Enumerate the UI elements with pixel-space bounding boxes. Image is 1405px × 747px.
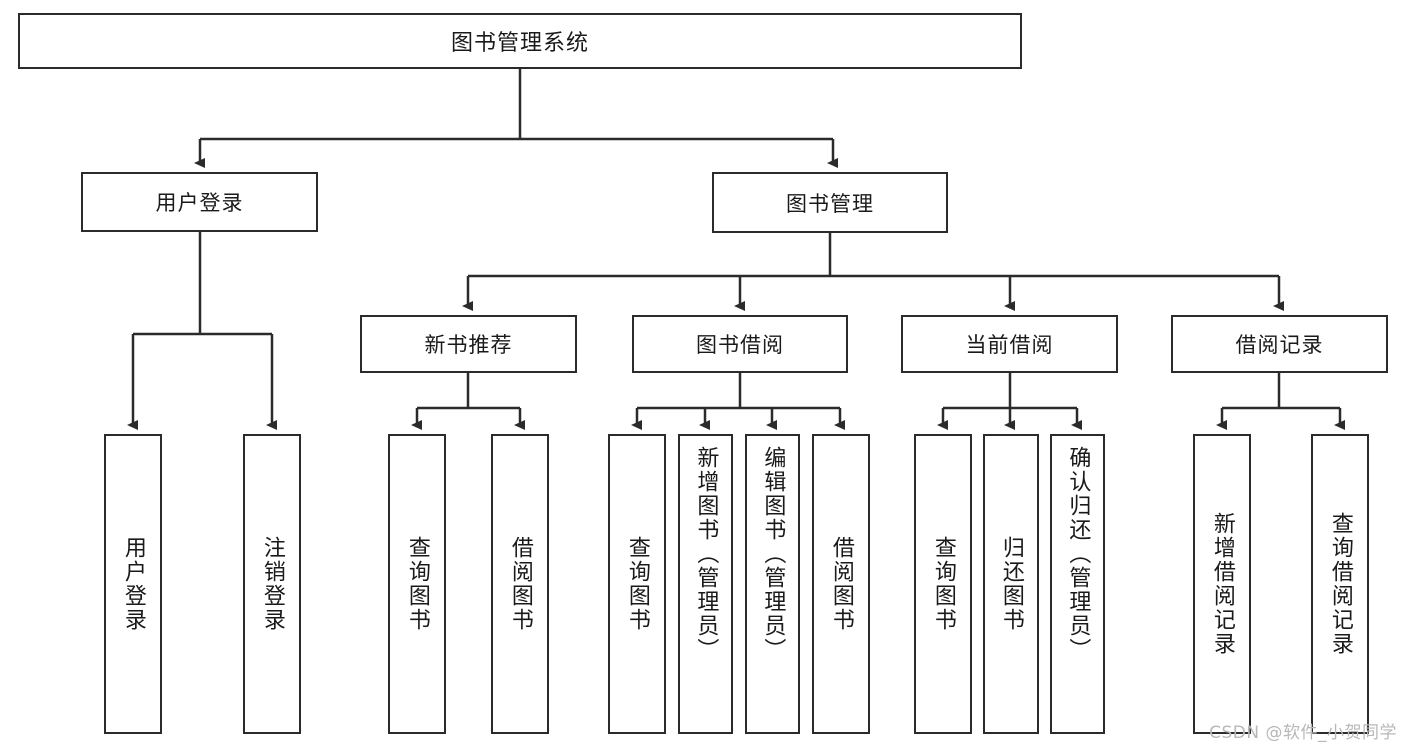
leaf-borrow-record-query-record[interactable]: 查询借阅记录 xyxy=(1311,434,1369,734)
node-book-management[interactable]: 图书管理 xyxy=(712,172,948,233)
node-label: 确认归还（管理员） xyxy=(1065,446,1091,662)
leaf-book-borrow-add-book[interactable]: 新增图书（管理员） xyxy=(678,434,733,734)
leaf-new-book-query-book[interactable]: 查询图书 xyxy=(388,434,446,734)
leaf-current-borrow-confirm-return[interactable]: 确认归还（管理员） xyxy=(1050,434,1105,734)
node-current-borrow[interactable]: 当前借阅 xyxy=(901,315,1118,373)
node-label: 图书管理 xyxy=(786,191,874,216)
node-label: 编辑图书（管理员） xyxy=(760,446,786,662)
node-label: 借阅记录 xyxy=(1235,333,1324,357)
node-label: 用户登录 xyxy=(120,536,146,632)
node-label: 当前借阅 xyxy=(965,333,1054,357)
node-new-book-recommend[interactable]: 新书推荐 xyxy=(360,315,577,373)
node-label: 查询借阅记录 xyxy=(1327,512,1353,656)
node-label: 图书管理系统 xyxy=(450,31,589,56)
node-label: 查询图书 xyxy=(624,536,650,632)
leaf-borrow-record-add-record[interactable]: 新增借阅记录 xyxy=(1193,434,1251,734)
node-label: 查询图书 xyxy=(930,536,956,632)
leaf-book-borrow-query-book[interactable]: 查询图书 xyxy=(608,434,666,734)
node-label: 用户登录 xyxy=(155,191,244,215)
leaf-current-borrow-return-book[interactable]: 归还图书 xyxy=(983,434,1039,734)
node-label: 图书借阅 xyxy=(696,333,784,357)
node-label: 借阅图书 xyxy=(507,536,533,632)
node-label: 新增借阅记录 xyxy=(1209,512,1235,656)
node-label: 归还图书 xyxy=(998,536,1024,632)
leaf-new-book-borrow-book[interactable]: 借阅图书 xyxy=(491,434,549,734)
node-label: 新书推荐 xyxy=(424,333,513,357)
node-label: 注销登录 xyxy=(259,536,285,632)
node-user-login[interactable]: 用户登录 xyxy=(81,172,318,232)
node-borrow-record[interactable]: 借阅记录 xyxy=(1171,315,1388,373)
leaf-user-login-logout[interactable]: 注销登录 xyxy=(243,434,301,734)
leaf-book-borrow-borrow-book[interactable]: 借阅图书 xyxy=(812,434,870,734)
node-label: 新增图书（管理员） xyxy=(693,446,719,662)
leaf-user-login-login[interactable]: 用户登录 xyxy=(104,434,162,734)
leaf-current-borrow-query-book[interactable]: 查询图书 xyxy=(914,434,972,734)
leaf-book-borrow-edit-book[interactable]: 编辑图书（管理员） xyxy=(745,434,800,734)
node-root-system[interactable]: 图书管理系统 xyxy=(18,13,1022,69)
node-label: 借阅图书 xyxy=(828,536,854,632)
node-book-borrow[interactable]: 图书借阅 xyxy=(632,315,848,373)
node-label: 查询图书 xyxy=(404,536,430,632)
watermark-text: CSDN @软件_小贺同学 xyxy=(1209,723,1397,743)
